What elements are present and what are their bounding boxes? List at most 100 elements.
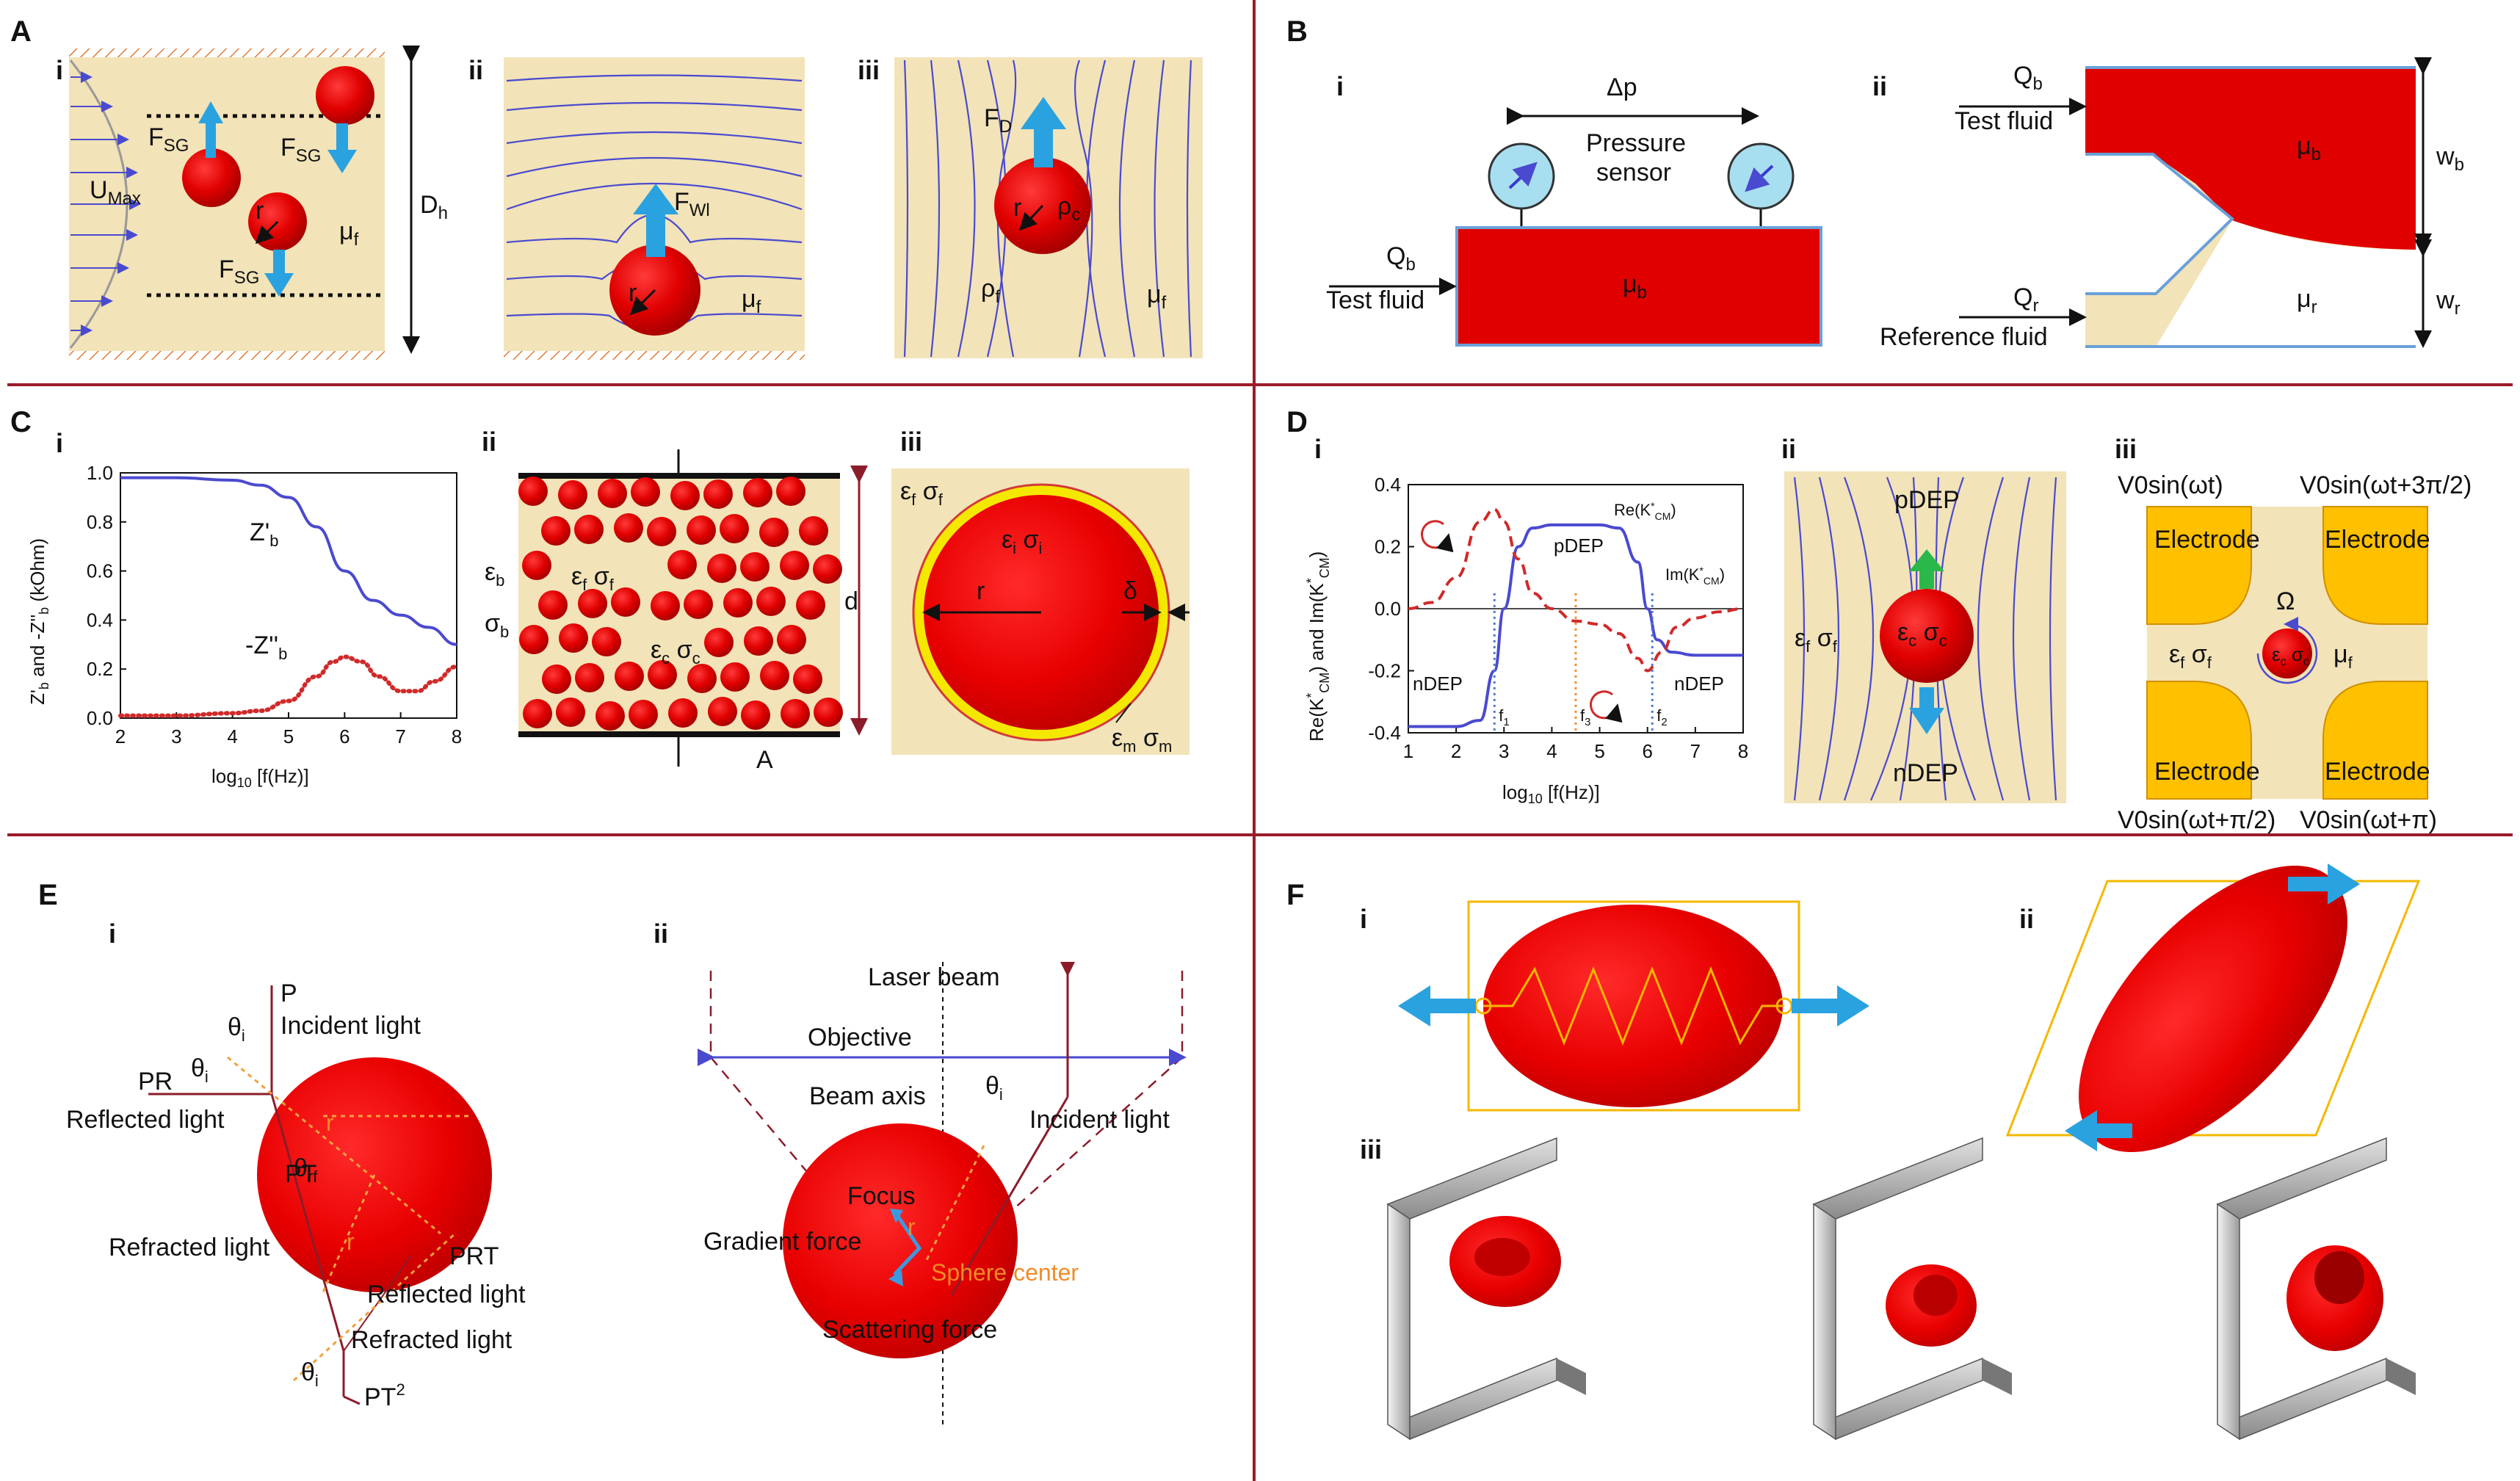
fsg-label-3: FSG [219, 256, 259, 288]
suspended-particle [541, 516, 571, 546]
laser-beam-label: Laser beam [868, 963, 1000, 991]
sub-label-Aiii: iii [858, 55, 880, 85]
suspended-particle [723, 588, 753, 618]
suspended-particle [813, 554, 842, 584]
suspended-particle [598, 479, 627, 508]
pdep-chart-label: pDEP [1554, 535, 1604, 557]
panel-Aiii-density: FD r ρc ρf μf [894, 57, 1203, 358]
suspended-particle [780, 551, 809, 580]
cm-ytick-label: 0.2 [1375, 536, 1401, 558]
suspended-particle [744, 626, 773, 656]
sub-label-Ciii: iii [900, 427, 922, 457]
mu-f-label-Aii: μf [742, 285, 761, 317]
eps-m-label: εm σm [1112, 724, 1172, 756]
panel-Cii-suspension: d A εb σb εf σf εc σc [485, 449, 868, 774]
panel-label-E: E [38, 879, 58, 911]
panel-Ei-ray-optics: P Incident light θi θi PR Reflected ligh… [66, 980, 526, 1411]
suspended-particle [578, 589, 607, 618]
panel-Fii-shear [2005, 863, 2421, 1153]
cell-left [182, 148, 241, 207]
focus-label: Focus [847, 1182, 916, 1210]
panel-Ai-channel: FSG FSG FSG UMax r μf Dh [69, 46, 448, 360]
xlabel-cm: log10 [f(Hz)] [1502, 781, 1600, 806]
impedance-xtick-label: 2 [115, 725, 126, 747]
mu-f-Diii: μf [2333, 640, 2353, 672]
ylabel-impedance: Z'b and -Z''b (kOhm) [26, 538, 51, 705]
mu-f-label-Ai: μf [339, 217, 359, 250]
sub-label-Bii: ii [1872, 71, 1887, 101]
panel-F: F i ii iii [1286, 863, 2421, 1441]
panel-E: E i ii P Incident light θi θi PR Reflect… [38, 879, 1187, 1424]
pressure-sensor-left-icon [1488, 142, 1555, 248]
impedance-ytick-label: 0.4 [87, 609, 113, 631]
suspended-particle [777, 625, 806, 654]
rotation-arrow-icon [1421, 520, 1454, 553]
eps-b-label: εb [485, 558, 504, 590]
suspended-particle [741, 700, 770, 730]
chart-impedance: Z'b and -Z''b (kOhm) log10 [f(Hz)] Z'b -… [26, 462, 462, 790]
d-label: d [844, 587, 858, 615]
fd-label: FD [984, 104, 1012, 137]
eps-f-Dii: εf σf [1795, 624, 1838, 656]
suspended-particle [668, 698, 698, 728]
sub-label-Eii: ii [653, 919, 668, 949]
cell-top [316, 66, 374, 125]
panel-label-C: C [10, 406, 32, 438]
electrode-label-br: Electrode [2325, 758, 2430, 786]
impedance-series-1 [118, 654, 459, 718]
sensor-label: sensor [1596, 159, 1671, 187]
suspended-particle [611, 587, 640, 617]
electrode-bottom-right [2322, 681, 2428, 800]
cm-marker-label-f3: f3 [1580, 706, 1590, 728]
sphere-center-label: Sphere center [931, 1259, 1079, 1286]
suspended-particle [720, 662, 750, 692]
suspended-particle [648, 660, 677, 689]
suspended-particle [667, 550, 697, 579]
suspended-particle [629, 700, 658, 729]
panel-C: C i ii iii Z'b and -Z''b (kOhm) log10 [f… [10, 406, 1190, 790]
pressure-label: Pressure [1586, 129, 1686, 157]
impedance-ytick-label: 1.0 [87, 462, 113, 484]
suspended-particle [518, 477, 548, 506]
im-series-label: Im(K*CM) [1665, 565, 1725, 587]
sub-label-Aii: ii [468, 55, 483, 85]
channel-render-2 [1812, 1137, 2012, 1441]
impedance-xtick-label: 3 [171, 725, 181, 747]
cm-marker-label-f1: f1 [1499, 706, 1509, 728]
rotation-arrow-icon [1590, 690, 1623, 723]
sub-label-Fiii: iii [1360, 1134, 1382, 1165]
reflected-light-label-2: Reflected light [367, 1281, 526, 1308]
ndep-label: nDEP [1893, 759, 1958, 787]
suspended-particle [781, 699, 810, 728]
suspended-particle [575, 663, 604, 692]
suspended-particle [776, 477, 805, 506]
panel-Dii-dep: pDEP nDEP εf σf εc σc [1784, 471, 2066, 803]
eps-c-Dii: εc σc [1897, 618, 1947, 650]
suspended-particle [720, 514, 749, 543]
suspended-particle [684, 590, 713, 619]
xlabel-impedance: log10 [f(Hz)] [211, 765, 309, 790]
r-label-Ai: r [256, 197, 264, 225]
delta-label: δ [1123, 577, 1137, 605]
panel-Diii-rotation: Electrode Electrode Electrode Electrode … [2118, 471, 2472, 834]
panel-label-A: A [10, 15, 32, 48]
refracted-light-label-2: Refracted light [351, 1326, 513, 1354]
prt-label: PRT [449, 1242, 499, 1270]
sub-label-Dii: ii [1781, 434, 1796, 464]
fsg-label-2: FSG [280, 134, 321, 166]
theta-i-label-1: θi [228, 1013, 245, 1045]
fsg-label-1: FSG [148, 123, 189, 156]
panel-label-B: B [1286, 15, 1308, 48]
sphere-Eii [783, 1123, 1018, 1358]
cm-xtick-label: 5 [1594, 740, 1604, 762]
suspended-particle [556, 698, 585, 727]
impedance-ytick-label: 0.0 [87, 707, 113, 729]
umax-label: UMax [90, 176, 141, 209]
pt-label: PT [285, 1160, 316, 1188]
r-label-Ei-2: r [347, 1228, 355, 1255]
suspended-particle [687, 515, 716, 545]
channel-render-3 [2216, 1137, 2416, 1441]
cm-xtick-label: 1 [1403, 740, 1413, 762]
suspended-particle [703, 479, 733, 509]
